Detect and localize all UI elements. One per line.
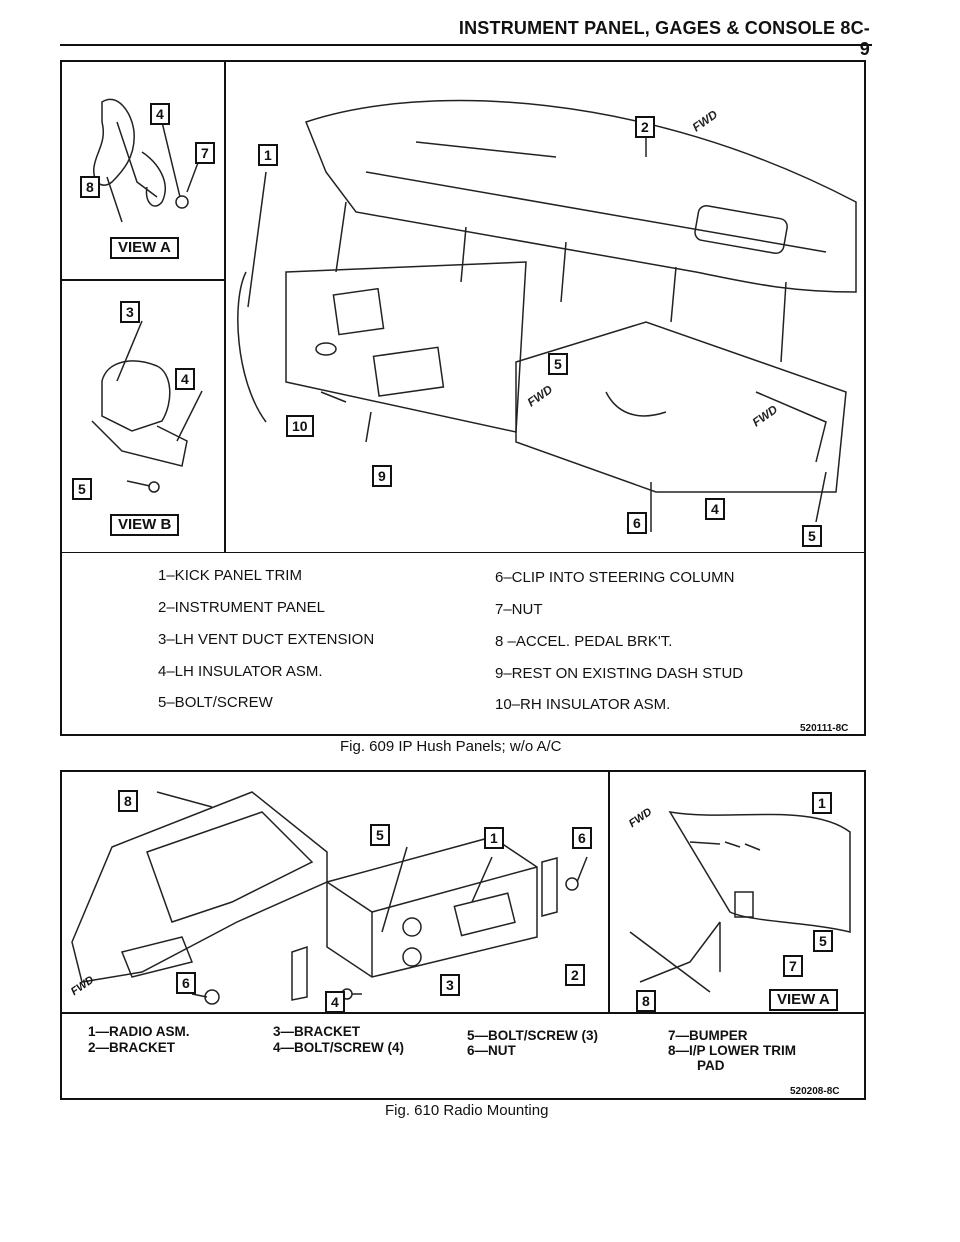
- fig610-view-a-drawing: [629, 810, 851, 993]
- fig610-main-drawing: [71, 791, 588, 1005]
- fig609-main-drawing: FWD FWD FWD: [237, 99, 857, 532]
- fig609-callout-5b: 5: [72, 478, 92, 500]
- fig609-callout-6: 6: [627, 512, 647, 534]
- svg-text:FWD: FWD: [750, 402, 781, 429]
- fig609-frame: [60, 60, 866, 736]
- fig609-legend-left-4: 4–LH INSULATOR ASM.: [158, 663, 323, 680]
- fig609-callout-10: 10: [286, 415, 314, 437]
- fig609-legend-right-9: 9–REST ON EXISTING DASH STUD: [495, 665, 744, 682]
- fig609-callout-4a: 4: [150, 103, 170, 125]
- fig609-callout-8a: 8: [80, 176, 100, 198]
- fig610-callout-8a: 8: [118, 790, 138, 812]
- header-rule: [60, 44, 872, 46]
- fig610-legend-col4-3: PAD: [697, 1058, 725, 1073]
- fig609-callout-5c: 5: [548, 353, 568, 375]
- fig610-legend-col2-2: 4—BOLT/SCREW (4): [273, 1040, 404, 1055]
- fig609-legend-left-3: 3–LH VENT DUCT EXTENSION: [158, 631, 375, 648]
- fig610-legend-col3-1: 5—BOLT/SCREW (3): [467, 1028, 598, 1043]
- fig610-code: 520208-8C: [790, 1086, 840, 1097]
- fig609-view-a-label: VIEW A: [110, 237, 179, 259]
- fig610-callout-4a: 4: [325, 991, 345, 1013]
- fig609-legend-right-6: 6–CLIP INTO STEERING COLUMN: [495, 569, 735, 586]
- fig609-view-b-label: VIEW B: [110, 514, 180, 536]
- svg-text:FWD: FWD: [525, 382, 556, 409]
- fig610-inset-divider-vertical: [608, 772, 610, 1012]
- fig609-callout-5d: 5: [802, 525, 822, 547]
- fig609-code: 520111-8C: [800, 723, 849, 734]
- fig609-legend-right-8: 8 –ACCEL. PEDAL BRK'T.: [495, 633, 673, 650]
- fig610-callout-1a: 1: [484, 827, 504, 849]
- fig609-legend-right-10: 10–RH INSULATOR ASM.: [495, 696, 671, 713]
- page-header-title: INSTRUMENT PANEL, GAGES & CONSOLE 8C-9: [458, 18, 870, 59]
- fig610-legend-col1-2: 2—BRACKET: [88, 1040, 176, 1055]
- fig609-inset-divider-horizontal: [62, 279, 224, 281]
- fig610-legend-col1-1: 1—RADIO ASM.: [88, 1024, 190, 1039]
- fig610-legend-col4-2: 8—I/P LOWER TRIM: [668, 1043, 797, 1058]
- fig609-callout-2: 2: [635, 116, 655, 138]
- fig610-callout-6a: 6: [572, 827, 592, 849]
- fig610-callout-8b: 8: [636, 990, 656, 1012]
- fig609-legend-left-2: 2–INSTRUMENT PANEL: [158, 599, 325, 616]
- fig610-callout-5b: 5: [813, 930, 833, 952]
- fig609-callout-4b: 4: [175, 368, 195, 390]
- fig609-legend-right-7: 7–NUT: [495, 601, 543, 618]
- fig610-caption: Fig. 610 Radio Mounting: [385, 1102, 549, 1119]
- fig609-legend-left-5: 5–BOLT/SCREW: [158, 694, 273, 711]
- fig609-callout-4c: 4: [705, 498, 725, 520]
- fig609-caption: Fig. 609 IP Hush Panels; w/o A/C: [340, 738, 562, 755]
- fig610-callout-1b: 1: [812, 792, 832, 814]
- fig610-callout-6b: 6: [176, 972, 196, 994]
- fig610-legend-col4-1: 7—BUMPER: [668, 1028, 748, 1043]
- fig609-inset-divider-vertical: [224, 62, 226, 552]
- svg-text:FWD: FWD: [690, 107, 721, 134]
- fig610-callout-7a: 7: [783, 955, 803, 977]
- fig610-legend-col2-1: 3—BRACKET: [273, 1024, 361, 1039]
- fig610-frame: [60, 770, 866, 1100]
- fig610-view-a-label: VIEW A: [769, 989, 838, 1011]
- fig610-callout-3a: 3: [440, 974, 460, 996]
- fig609-view-b-drawing: [91, 320, 203, 493]
- fig610-callout-5a: 5: [370, 824, 390, 846]
- fig609-callout-9: 9: [372, 465, 392, 487]
- fig610-legend-divider: [62, 1012, 864, 1014]
- fig609-callout-7a: 7: [195, 142, 215, 164]
- fig609-callout-1: 1: [258, 144, 278, 166]
- fig609-callout-3b: 3: [120, 301, 140, 323]
- fig610-legend-col3-2: 6—NUT: [467, 1043, 516, 1058]
- fig609-legend-divider: [62, 552, 864, 553]
- fig609-legend-left-1: 1–KICK PANEL TRIM: [158, 567, 302, 584]
- fig610-callout-2a: 2: [565, 964, 585, 986]
- fig609-view-a-drawing: [93, 98, 203, 223]
